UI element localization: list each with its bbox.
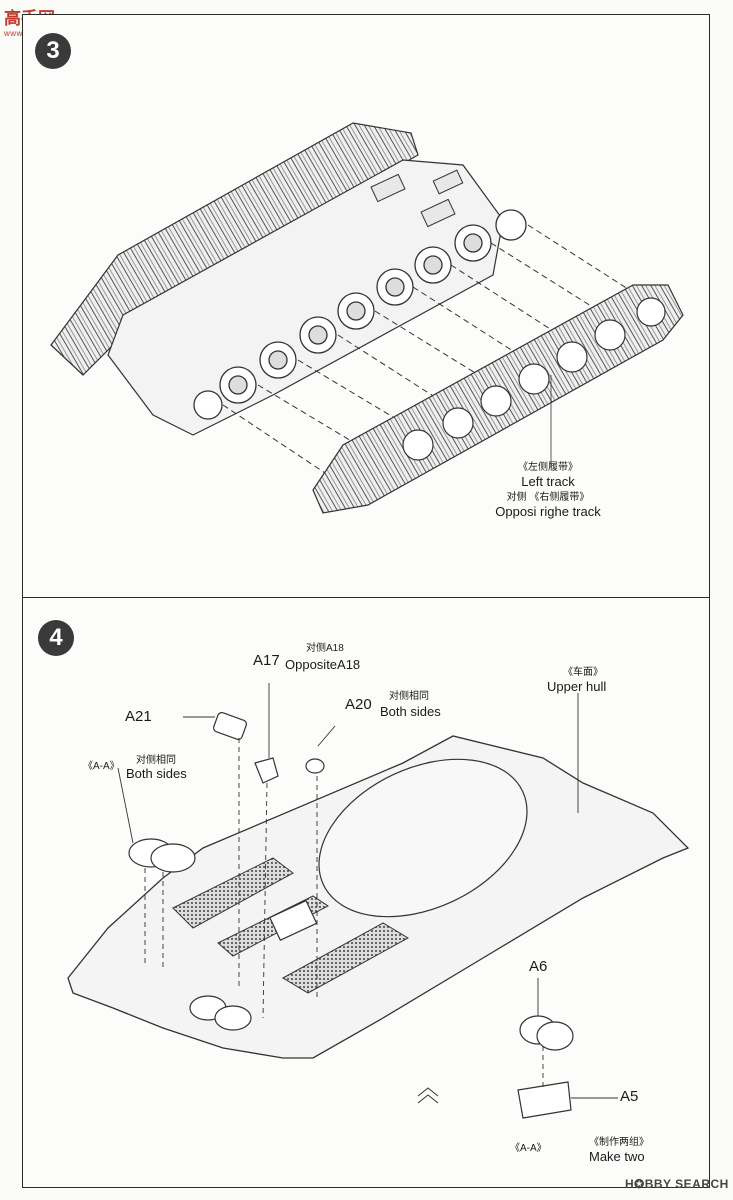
aa-left-label-cn: 对侧相同	[136, 755, 176, 766]
part-a17	[254, 757, 279, 784]
part-a6	[519, 1015, 574, 1051]
part-label-a21: A21	[125, 708, 152, 725]
step-4-panel: 4	[22, 598, 710, 1188]
step-3-illustration	[50, 122, 684, 514]
hull-hatch	[370, 173, 406, 203]
part-label-a20: A20	[345, 696, 372, 713]
part-aa-left	[128, 838, 196, 873]
part-label-a20-en: Both sides	[380, 704, 441, 719]
make-two-label-en: Make two	[589, 1149, 645, 1164]
make-two-label-cn: 《制作两组》	[589, 1137, 649, 1148]
engine-grille	[172, 857, 294, 929]
left-track-label-cn: 《左侧履带》	[518, 462, 578, 473]
part-label-a6: A6	[529, 958, 548, 975]
hobbysearch-watermark: H✪BBY SEARCH	[625, 1177, 729, 1191]
part-label-a17: A17	[253, 652, 280, 669]
step-4-illustration	[67, 683, 690, 1119]
step-3-badge: 3	[35, 33, 71, 69]
part-label-a5: A5	[620, 1088, 639, 1105]
hull-hatch	[432, 169, 464, 195]
part-a5	[517, 1081, 572, 1119]
engine-grille	[281, 922, 410, 994]
step-3-panel: 3	[22, 14, 710, 598]
part-a21	[213, 711, 247, 741]
right-track-label-en: Opposi righe track	[495, 504, 601, 519]
part-label-a20-cn: 对侧相同	[389, 691, 429, 702]
right-track-wheels	[402, 297, 666, 461]
aa-left-label: 《A-A》	[83, 761, 120, 772]
aa-left-label-en: Both sides	[126, 766, 187, 781]
turret-ring	[318, 758, 528, 918]
part-a20	[305, 758, 325, 774]
part-label-a18-cn: 对侧A18	[306, 643, 344, 654]
part-label-a18-en: OppositeA18	[285, 657, 361, 672]
hull-hatch	[420, 198, 456, 228]
assembly-lines	[117, 683, 618, 1099]
left-track-label-en: Left track	[521, 474, 575, 489]
direction-arrow	[417, 1087, 439, 1104]
hull-road-wheels	[193, 209, 527, 420]
upper-hull-label-en: Upper hull	[547, 679, 607, 694]
step-4-badge: 4	[38, 620, 74, 656]
upper-hull-label-cn: 《车面》	[563, 667, 603, 678]
aa-bottom-label: 《A-A》	[510, 1143, 547, 1154]
lower-hull	[107, 159, 504, 436]
right-track-label-cn: 对侧 《右侧履带》	[506, 492, 590, 503]
exhaust-parts	[189, 899, 318, 1031]
